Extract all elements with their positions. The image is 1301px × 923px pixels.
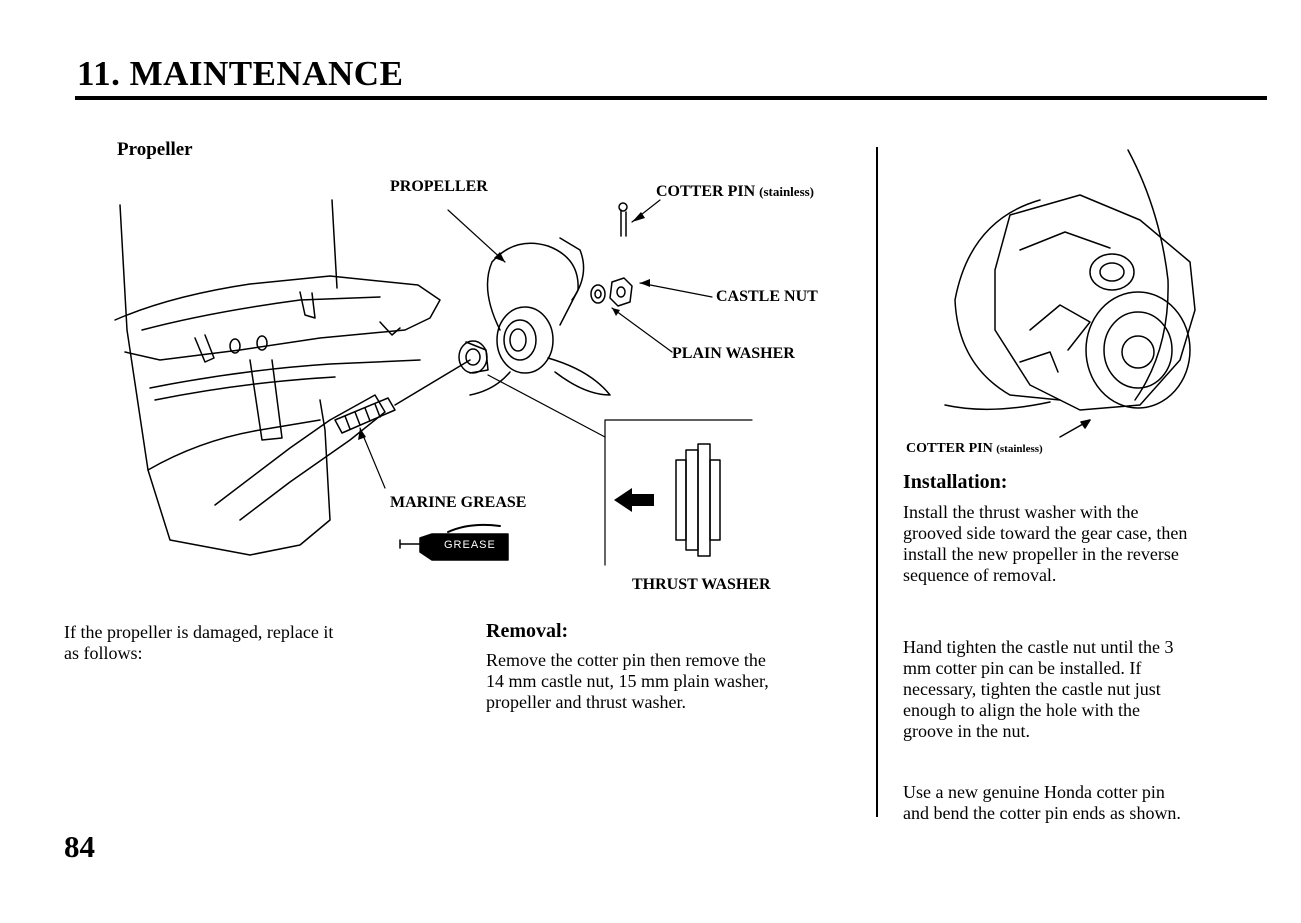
removal-heading: Removal:	[486, 620, 569, 642]
propeller-label: PROPELLER	[390, 178, 488, 195]
closeup-cotter-pin-text: COTTER PIN	[906, 441, 993, 456]
thrust-washer-drawing	[458, 340, 489, 374]
cotter-pin-label-text: COTTER PIN	[656, 183, 756, 200]
installation-line: Use a new genuine Honda cotter pin	[903, 782, 1165, 802]
cotter-pin-label: COTTER PIN (stainless)	[656, 183, 814, 201]
plain-washer-label: PLAIN WASHER	[672, 345, 795, 362]
installation-line: groove in the nut.	[903, 721, 1030, 741]
installation-line: enough to align the hole with the	[903, 700, 1140, 720]
hardware-drawing	[590, 202, 633, 307]
removal-line: 14 mm castle nut, 15 mm plain washer,	[486, 671, 769, 691]
removal-paragraph: Remove the cotter pin then remove the 14…	[486, 650, 769, 713]
removal-line: Remove the cotter pin then remove the	[486, 650, 766, 670]
title-rule	[75, 96, 1267, 100]
installation-line: sequence of removal.	[903, 565, 1057, 585]
removal-line: propeller and thrust washer.	[486, 692, 686, 712]
page-number: 84	[64, 829, 95, 864]
installation-paragraph-2: Hand tighten the castle nut until the 3 …	[903, 637, 1173, 742]
thrust-washer-detail	[614, 443, 721, 557]
installation-line: Install the thrust washer with the	[903, 502, 1139, 522]
closeup-cotter-pin-label: COTTER PIN (stainless)	[906, 441, 1043, 457]
marine-grease-label: MARINE GREASE	[390, 494, 527, 511]
grease-tube-text: GREASE	[444, 539, 496, 551]
gear-case-drawing	[114, 199, 441, 556]
thrust-washer-label: THRUST WASHER	[632, 576, 771, 593]
intro-paragraph: If the propeller is damaged, replace it …	[64, 622, 333, 664]
section-heading: Propeller	[117, 139, 193, 160]
intro-line: as follows:	[64, 643, 143, 663]
castle-nut-label: CASTLE NUT	[716, 288, 818, 305]
installation-paragraph-3: Use a new genuine Honda cotter pin and b…	[903, 782, 1181, 824]
intro-line: If the propeller is damaged, replace it	[64, 622, 334, 642]
installation-line: grooved side toward the gear case, then	[903, 523, 1188, 543]
installation-line: install the new propeller in the reverse	[903, 544, 1179, 564]
grease-tube-icon	[399, 523, 509, 561]
propeller-shaft	[334, 359, 471, 434]
installation-heading: Installation:	[903, 471, 1008, 493]
propeller-drawing	[469, 237, 611, 396]
column-divider	[876, 147, 878, 817]
installation-line: mm cotter pin can be installed. If	[903, 658, 1142, 678]
installation-line: necessary, tighten the castle nut just	[903, 679, 1161, 699]
cotter-pin-note: (stainless)	[759, 184, 815, 199]
chapter-title: 11. MAINTENANCE	[77, 54, 404, 93]
closeup-cotter-pin-note: (stainless)	[996, 443, 1043, 455]
installation-line: Hand tighten the castle nut until the 3	[903, 637, 1174, 657]
installation-line: and bend the cotter pin ends as shown.	[903, 803, 1181, 823]
installation-paragraph-1: Install the thrust washer with the groov…	[903, 502, 1187, 586]
cotter-pin-closeup-drawing	[944, 149, 1196, 438]
callout-arrowheads	[358, 212, 650, 440]
